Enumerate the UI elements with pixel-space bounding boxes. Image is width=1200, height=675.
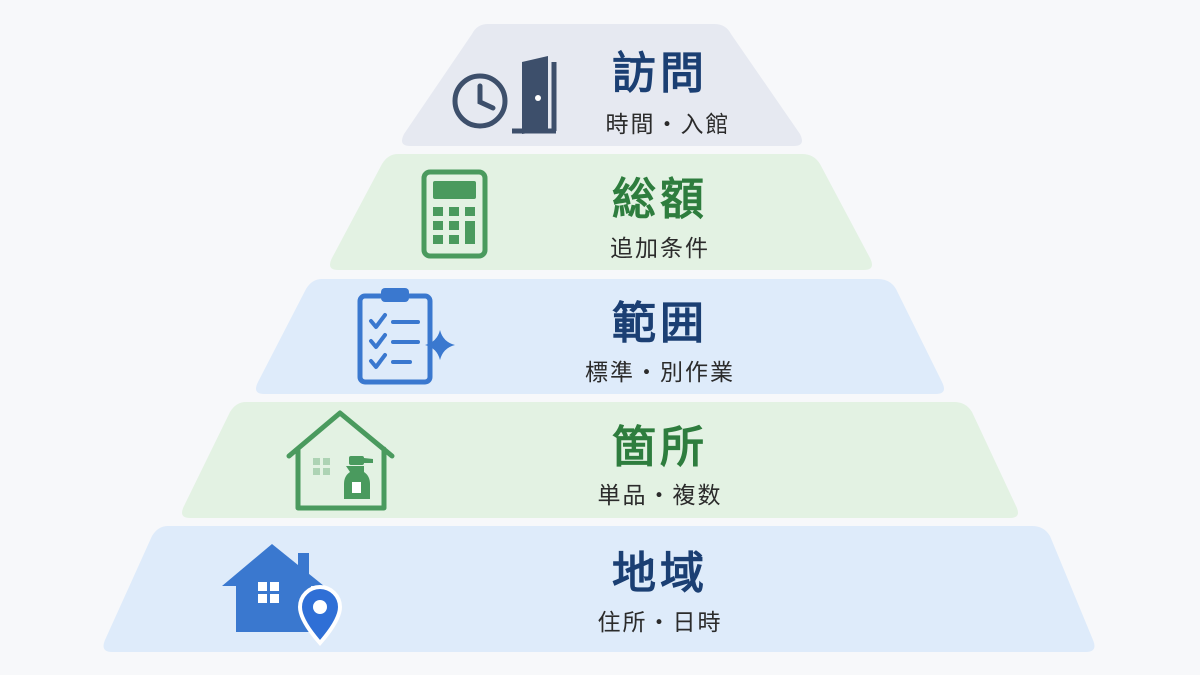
layer-scope-subtitle: 標準・別作業 [585, 360, 735, 386]
layer-location-band [182, 402, 1018, 518]
layer-area-title: 地域 [612, 548, 708, 599]
layer-location-title: 箇所 [612, 422, 708, 473]
layer-scope: 範囲 標準・別作業 [256, 279, 944, 394]
calculator-icon [421, 169, 488, 259]
sparkle-icon [425, 330, 455, 360]
layer-area: 地域 住所・日時 [103, 526, 1095, 652]
layer-total: 総額 追加条件 [330, 154, 872, 270]
door-icon [512, 56, 557, 134]
layer-visit: 訪問 時間・入館 [402, 24, 802, 146]
layer-total-title: 総額 [612, 174, 708, 225]
layer-area-band [103, 526, 1095, 652]
layer-location-subtitle: 単品・複数 [598, 483, 723, 509]
clipboard-checklist-icon [357, 288, 433, 385]
house-spray-bottle-icon [286, 410, 395, 511]
house-location-pin-icon [222, 544, 343, 647]
clock-icon [452, 73, 508, 129]
layer-area-subtitle: 住所・日時 [598, 610, 723, 636]
layer-total-subtitle: 追加条件 [610, 236, 710, 262]
layer-visit-title: 訪問 [612, 48, 708, 99]
layer-visit-subtitle: 時間・入館 [606, 112, 731, 138]
layer-scope-title: 範囲 [612, 298, 708, 349]
layer-location: 箇所 単品・複数 [182, 402, 1018, 518]
layer-total-band [330, 154, 872, 270]
